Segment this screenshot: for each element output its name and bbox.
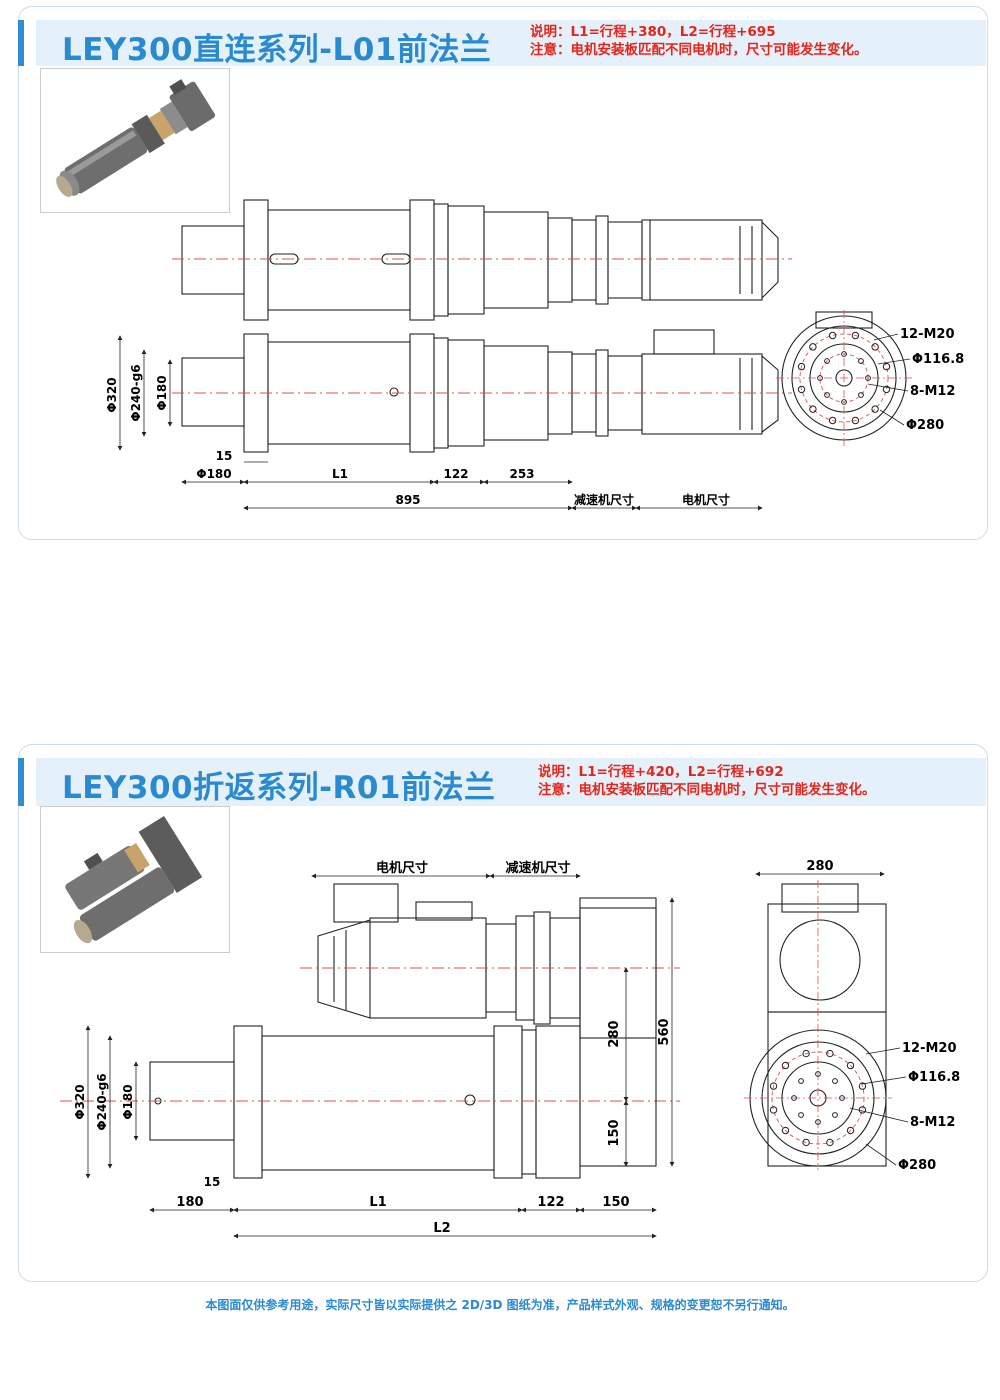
section1-note-1: 说明：L1=行程+380，L2=行程+695 [530, 24, 776, 40]
s2-side-280: 280 [806, 859, 833, 874]
s1-dim-motor: 电机尺寸 [682, 492, 730, 507]
bolt-hole [871, 405, 879, 413]
s2-side-d116: Φ116.8 [908, 1070, 960, 1085]
s2-dim-reducer: 减速机尺寸 [505, 860, 570, 876]
bolt-hole [858, 1106, 867, 1114]
section2-header [36, 758, 986, 806]
inner-hole [824, 358, 830, 364]
s2-side-d280: Φ280 [898, 1158, 936, 1173]
s2-side-m12: 8-M12 [910, 1115, 955, 1130]
inner-hole [815, 1071, 821, 1077]
bolt-hole [797, 362, 806, 371]
inner-hole [841, 351, 847, 357]
s2-dim-150v: 150 [607, 1119, 622, 1146]
bolt-hole [851, 416, 860, 425]
bolt-hole [851, 331, 860, 340]
s2-dim-180h: 180 [176, 1195, 203, 1210]
s1-flange-d280: Φ280 [906, 418, 944, 433]
s2-dim-150h: 150 [602, 1195, 629, 1210]
s2-side-m20: 12-M20 [902, 1041, 957, 1056]
inner-hole [839, 1095, 845, 1101]
inner-hole [865, 375, 871, 381]
bolt-hole [828, 416, 837, 425]
section1-header [36, 20, 986, 66]
bolt-hole [797, 385, 806, 394]
bolt-hole [802, 1049, 810, 1058]
inner-hole [841, 399, 847, 405]
bolt-hole [871, 343, 879, 351]
section1-note-2: 注意：电机安装板匹配不同电机时，尺寸可能发生变化。 [530, 42, 868, 58]
section1-front-view [181, 329, 779, 453]
s1-dim-895: 895 [395, 493, 420, 507]
section2-motor-view [317, 883, 657, 1039]
bolt-hole [826, 1049, 834, 1058]
bolt-hole [828, 331, 837, 340]
section2-accent-bar [18, 758, 24, 806]
s1-dim-d180h: Φ180 [196, 467, 231, 481]
bolt-hole [858, 1082, 867, 1090]
section1-title: LEY300直连系列-L01前法兰 [62, 32, 492, 68]
s1-flange-m20: 12-M20 [900, 327, 955, 342]
inner-hole [858, 358, 864, 364]
bolt-hole [802, 1138, 810, 1147]
s2-dim-15: 15 [204, 1175, 221, 1189]
s2-dim-280v: 280 [607, 1020, 622, 1047]
s2-dim-d240: Φ240-g6 [95, 1073, 109, 1130]
section2-note-1: 说明：L1=行程+420，L2=行程+692 [538, 764, 784, 780]
s1-dim-d320: Φ320 [105, 377, 119, 412]
inner-hole [858, 392, 864, 398]
bolt-hole [826, 1138, 834, 1147]
s2-dim-d320: Φ320 [73, 1084, 87, 1119]
bolt-hole [769, 1082, 778, 1090]
s1-flange-d116: Φ116.8 [912, 352, 964, 367]
inner-hole [817, 375, 823, 381]
section1-product-photo [40, 68, 230, 213]
actuator-render-image [56, 79, 216, 198]
inner-hole [832, 1112, 838, 1118]
s1-dim-122: 122 [443, 467, 468, 481]
s2-dim-d180v: Φ180 [121, 1084, 135, 1119]
s1-dim-L1: L1 [332, 467, 348, 481]
s1-flange-m12: 8-M12 [910, 384, 955, 399]
s1-dim-d240: Φ240-g6 [129, 364, 143, 421]
s1-dim-253: 253 [509, 467, 534, 481]
bolt-hole [781, 1126, 790, 1135]
s1-dim-d180v: Φ180 [155, 375, 169, 410]
s2-dim-L2: L2 [433, 1221, 450, 1236]
s1-dim-reducer: 减速机尺寸 [574, 492, 634, 507]
inner-hole [798, 1078, 804, 1084]
s2-dim-motor: 电机尺寸 [376, 860, 428, 876]
bolt-hole [769, 1106, 778, 1114]
section1-top-view [181, 199, 779, 321]
section2-cylinder-view [149, 1025, 581, 1179]
s2-dim-122: 122 [537, 1195, 564, 1210]
bolt-hole [882, 362, 891, 371]
s1-dim-15: 15 [216, 449, 233, 463]
bolt-hole [809, 405, 817, 413]
section2-product-photo [40, 806, 230, 953]
bolt-hole [882, 385, 891, 394]
inner-hole [832, 1078, 838, 1084]
section2-note-2: 注意：电机安装板匹配不同电机时，尺寸可能发生变化。 [538, 782, 876, 798]
bolt-hole [846, 1061, 855, 1070]
section1-drawing: Φ320 Φ240-g6 Φ180 15 Φ180 L1 122 253 895… [105, 199, 964, 511]
section2-drawing: 电机尺寸 减速机尺寸 Φ320 Φ240-g6 Φ180 15 180 L1 1… [60, 859, 960, 1239]
bolt-hole [781, 1061, 790, 1070]
actuator-folded-render-image [65, 816, 203, 944]
inner-hole [815, 1119, 821, 1125]
s2-dim-L1: L1 [369, 1195, 386, 1210]
s2-dim-560: 560 [657, 1018, 672, 1045]
section1-accent-bar [18, 20, 24, 66]
bolt-hole [846, 1126, 855, 1135]
footer-disclaimer: 本图面仅供参考用途，实际尺寸皆以实际提供之 2D/3D 图纸为准，产品样式外观、… [205, 1298, 795, 1312]
inner-hole [798, 1112, 804, 1118]
bolt-hole [809, 343, 817, 351]
inner-hole [791, 1095, 797, 1101]
section2-title: LEY300折返系列-R01前法兰 [62, 770, 496, 806]
inner-hole [824, 392, 830, 398]
